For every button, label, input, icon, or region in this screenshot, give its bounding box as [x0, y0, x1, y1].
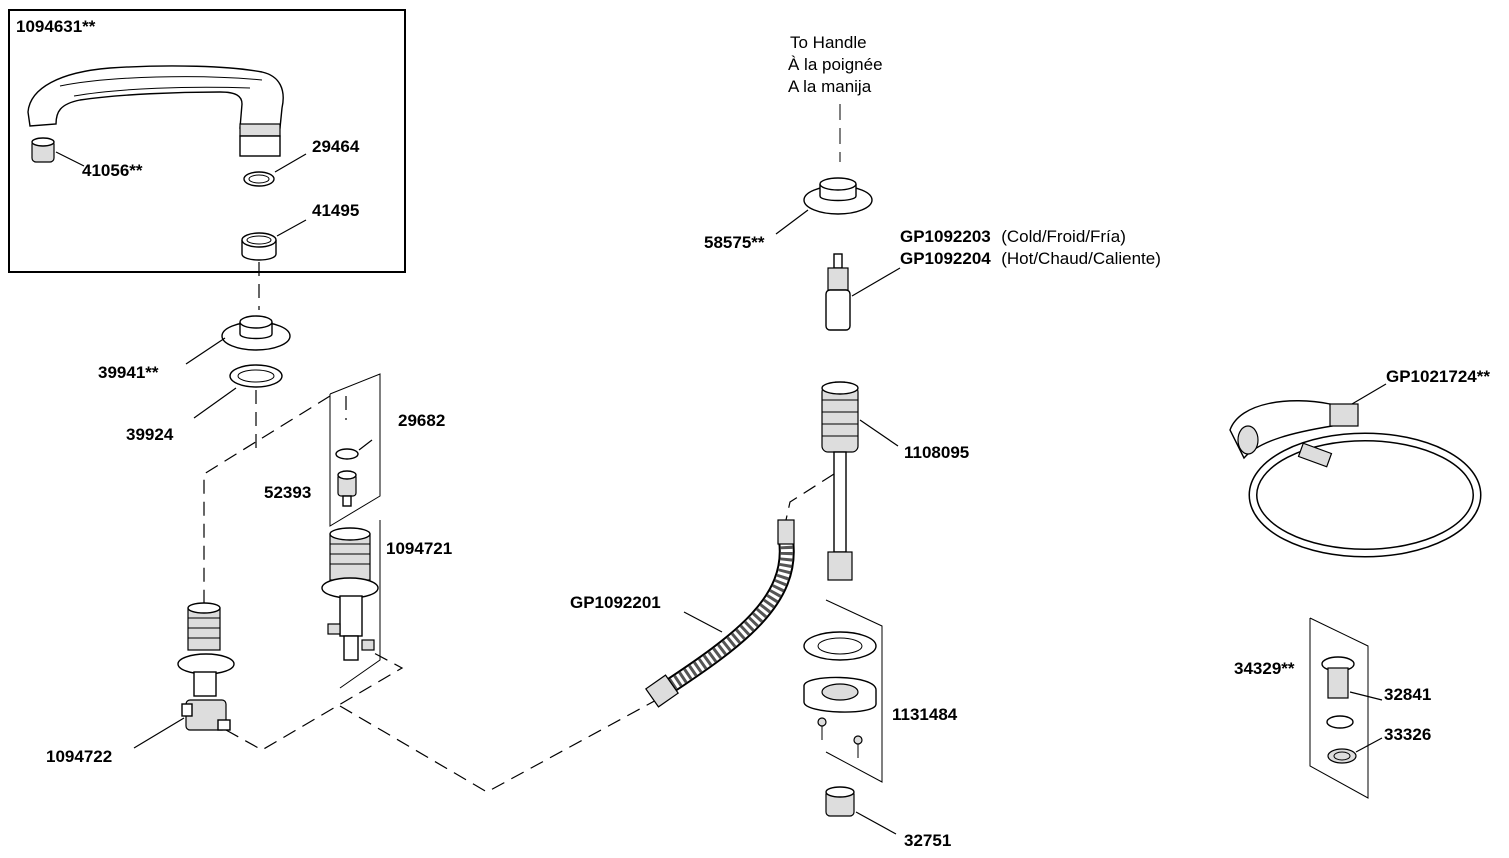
label-cartridge-hot: GP1092204 [900, 249, 991, 268]
aerator-icon [31, 137, 55, 163]
washer-b-icon [1327, 748, 1357, 764]
diverter-valve-icon [321, 527, 379, 661]
spout-shank-icon [177, 602, 235, 731]
label-spout-bushing: 41495 [312, 201, 359, 220]
mounting-kit-icon [803, 631, 877, 758]
label-spout-kit: 1094631** [16, 17, 96, 36]
bushing-icon [241, 232, 277, 261]
gasket-icon [229, 364, 283, 388]
spray-support-icon [1321, 656, 1355, 699]
label-gasket-spout: 39924 [126, 425, 174, 444]
spray-hose-icon [1229, 400, 1482, 558]
note-to-handle-es: A la manija [788, 77, 872, 96]
label-escutcheon-spout: 39941** [98, 363, 159, 382]
label-spray-hose: GP1021724** [1386, 367, 1490, 386]
label-handle-escutcheon: 58575** [704, 233, 765, 252]
label-mounting-kit: 1131484 [892, 705, 958, 724]
label-cartridge-cold-line: GP1092203 (Cold/Froid/Fría) [900, 227, 1126, 246]
label-cartridge-cold: GP1092203 [900, 227, 991, 246]
note-hot: (Hot/Chaud/Caliente) [1001, 249, 1161, 268]
label-o-ring-spout: 29464 [312, 137, 360, 156]
label-valve-body: 1108095 [904, 443, 969, 462]
handle-escutcheon-icon [803, 177, 873, 215]
note-to-handle-fr: À la poignée [788, 55, 883, 74]
label-washer-b: 33326 [1384, 725, 1431, 744]
note-cold: (Cold/Froid/Fría) [1001, 227, 1126, 246]
spout-kit-frame [8, 9, 406, 273]
escutcheon-icon [221, 315, 291, 351]
label-valve-insert: 52393 [264, 483, 311, 502]
washer-icon [1326, 715, 1354, 729]
nut-icon [825, 786, 855, 817]
label-spout-shank: 1094722 [46, 747, 112, 766]
spout-icon [27, 65, 284, 157]
label-cartridge-hot-line: GP1092204 (Hot/Chaud/Caliente) [900, 249, 1161, 268]
valve-body-icon [821, 381, 859, 581]
o-ring-icon [243, 171, 275, 187]
note-to-handle-en: To Handle [790, 33, 867, 52]
valve-insert-icon [337, 470, 357, 507]
label-o-ring-valve: 29682 [398, 411, 445, 430]
label-diverter-valve: 1094721 [386, 539, 452, 558]
label-washer-a: 32841 [1384, 685, 1431, 704]
label-nut: 32751 [904, 831, 951, 850]
label-spray-support: 34329** [1234, 659, 1295, 678]
label-aerator: 41056** [82, 161, 143, 180]
supply-hose-icon [645, 519, 795, 708]
cartridge-icon [825, 253, 851, 331]
label-supply-hose: GP1092201 [570, 593, 661, 612]
